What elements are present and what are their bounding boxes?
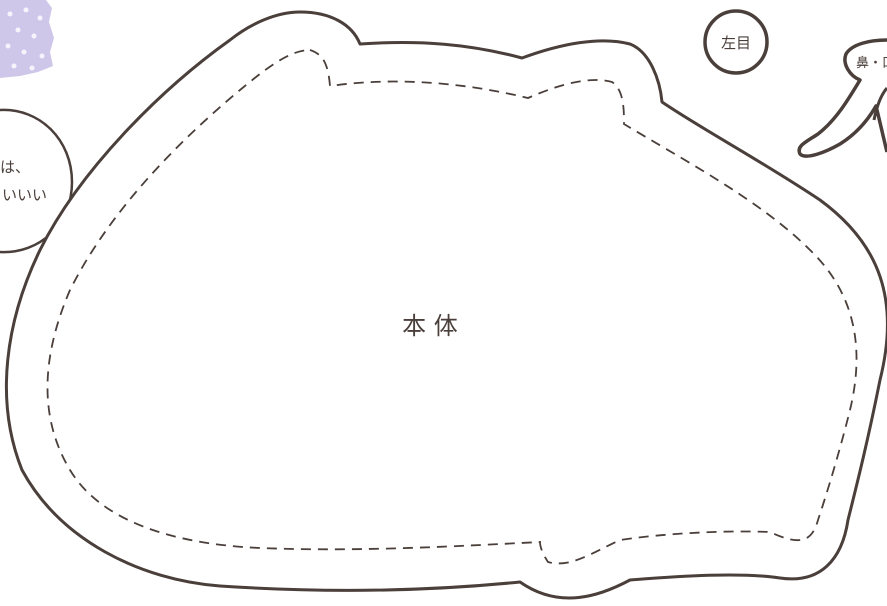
washi-tape-icon [0, 0, 54, 78]
left-eye-piece: 左目 [703, 9, 769, 75]
body-seam-line [46, 49, 858, 565]
body-label: 本 体 [402, 312, 458, 340]
left-eye-label: 左目 [721, 34, 751, 52]
nose-mouth-label: 鼻・口 [856, 55, 887, 71]
nose-mouth-piece: 鼻・口 [797, 38, 887, 158]
note-text-line1: は、 [0, 158, 30, 176]
note-bubble: は、 いいい [0, 108, 74, 254]
body-cut-line [4, 10, 887, 600]
note-text-line2: いいい [2, 186, 47, 204]
